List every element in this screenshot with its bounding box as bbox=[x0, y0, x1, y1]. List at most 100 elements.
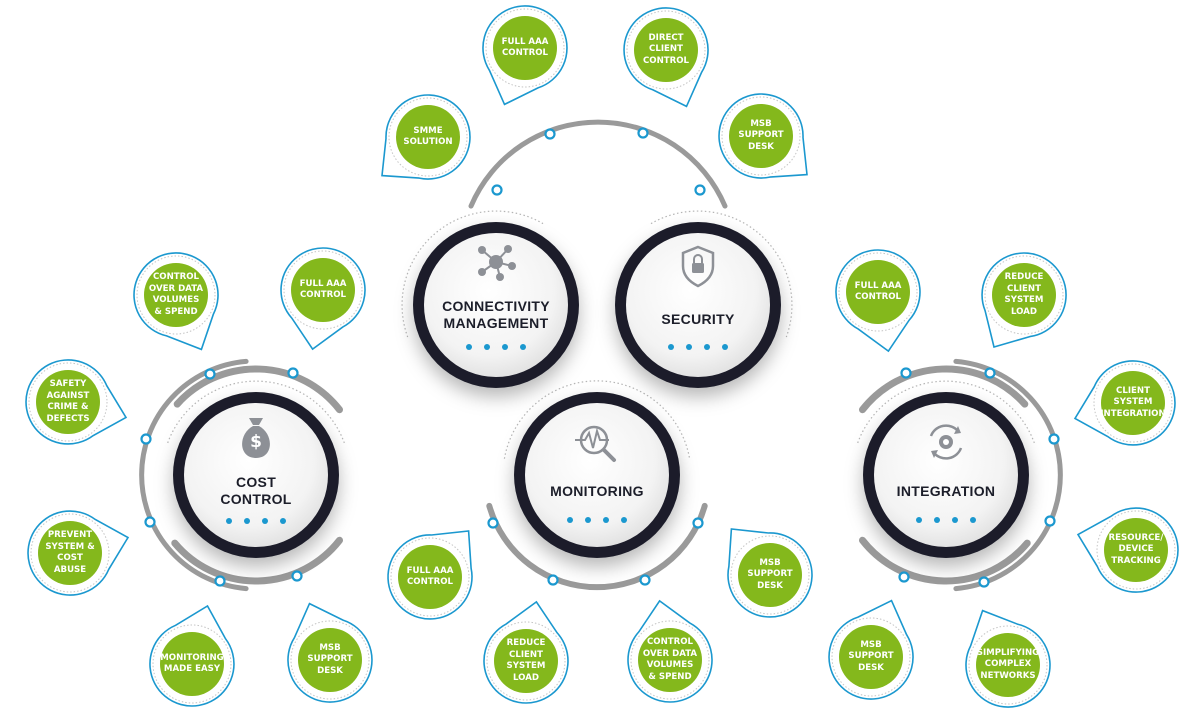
bubble-label-line: CONTROL bbox=[642, 55, 690, 66]
bubble-disc bbox=[494, 629, 558, 693]
bubble-label-line: SIMPLIFYING bbox=[976, 647, 1040, 658]
bubble-disc bbox=[396, 105, 460, 169]
feature-bubble bbox=[1073, 360, 1176, 446]
feature-bubble bbox=[727, 528, 813, 618]
bubble-disc bbox=[992, 263, 1056, 327]
bubble-label-line: OVER DATA bbox=[148, 283, 204, 294]
bubble-label-line: AGAINST bbox=[46, 390, 90, 401]
bubble-label-line: CONTROL bbox=[646, 637, 694, 647]
feature-bubble bbox=[835, 249, 921, 353]
bubble-disc bbox=[846, 260, 910, 324]
dotted-ring bbox=[401, 210, 544, 338]
bubble-dotted-ring bbox=[30, 513, 110, 593]
svg-text:$: $ bbox=[250, 432, 262, 452]
hub-face bbox=[424, 233, 568, 377]
bubble-disc bbox=[729, 104, 793, 168]
bubble-disc bbox=[298, 628, 362, 692]
bubble-label-line: SUPPORT bbox=[747, 569, 793, 580]
feature-bubble bbox=[27, 510, 130, 596]
money-bag-icon: $ bbox=[242, 418, 270, 458]
connector-dot bbox=[547, 574, 559, 586]
connector-dot bbox=[204, 368, 216, 380]
hub-pager-dot bbox=[484, 344, 490, 350]
connector-dot bbox=[144, 516, 156, 528]
bubble-label-line: CONTROL bbox=[152, 272, 200, 282]
hub-pager-dot bbox=[280, 518, 286, 524]
bubble-disc bbox=[160, 632, 224, 696]
connector-dot bbox=[1048, 433, 1060, 445]
connector-dot bbox=[214, 575, 226, 587]
bubble-label-line: MSB bbox=[759, 557, 781, 568]
bubble-disc bbox=[738, 543, 802, 607]
feature-bubble bbox=[387, 530, 473, 620]
bubble-label-line: ABUSE bbox=[53, 564, 87, 575]
bubble-dotted-ring bbox=[831, 617, 911, 697]
monitoring-lower-arc bbox=[486, 502, 708, 591]
bubble-label-line: & SPEND bbox=[648, 671, 692, 682]
top-arc bbox=[468, 119, 728, 209]
hub-title: SECURITY bbox=[628, 311, 768, 328]
bubble-label-line: CONTROL bbox=[854, 292, 902, 302]
hub-title: INTEGRATION bbox=[876, 483, 1016, 500]
bubble-label-line: SUPPORT bbox=[307, 654, 353, 665]
connector-dot bbox=[637, 127, 649, 139]
dotted-ring bbox=[857, 380, 1035, 444]
hub-pager-dot bbox=[244, 518, 250, 524]
hub-monitoring bbox=[514, 392, 680, 558]
bubble-dotted-ring bbox=[136, 255, 216, 335]
bubble-dotted-ring bbox=[1093, 363, 1173, 443]
bubble-dotted-ring bbox=[721, 96, 801, 176]
bubble-disc bbox=[839, 625, 903, 689]
feature-bubble bbox=[149, 604, 235, 707]
bubble-label-line: COMPLEX bbox=[984, 659, 1032, 670]
bubble-label-line: CLIENT bbox=[509, 649, 543, 660]
connector-dot bbox=[291, 570, 303, 582]
feature-bubble bbox=[981, 252, 1067, 349]
bubble-label-line: CLIENT bbox=[1007, 283, 1041, 294]
hub-pager-dot bbox=[603, 517, 609, 523]
bubble-label-line: & SPEND bbox=[154, 306, 198, 317]
bubble-label-line: SYSTEM bbox=[506, 661, 546, 671]
bubble-label-line: DEVICE bbox=[1118, 544, 1154, 555]
hub-pager-dot bbox=[668, 344, 674, 350]
feature-bubble bbox=[482, 5, 568, 106]
connector-dot bbox=[978, 576, 990, 588]
bubble-dotted-ring bbox=[984, 255, 1064, 335]
connector-dot bbox=[140, 433, 152, 445]
bubble-label-line: SUPPORT bbox=[738, 130, 784, 141]
bubble-label-line: REDUCE bbox=[506, 638, 546, 648]
hub-circles: $ bbox=[173, 222, 1029, 558]
hub-pager-dot bbox=[226, 518, 232, 524]
cost-lower-arc bbox=[171, 536, 343, 585]
connector-dot bbox=[287, 367, 299, 379]
bubble-label-line: FULL AAA bbox=[501, 36, 549, 47]
feature-bubble bbox=[828, 599, 914, 700]
hub-face bbox=[874, 403, 1018, 547]
feature-bubble bbox=[25, 359, 128, 445]
shield-lock-icon bbox=[681, 245, 715, 288]
connector-arcs bbox=[139, 119, 1063, 592]
hub-title: MONITORING bbox=[527, 483, 667, 500]
hub-connectivity bbox=[413, 222, 579, 388]
bubble-disc bbox=[976, 633, 1040, 697]
hub-pager-dot bbox=[686, 344, 692, 350]
bubble-label-line: SUPPORT bbox=[848, 651, 894, 662]
connector-dot bbox=[694, 184, 706, 196]
bubble-label-line: CONTROL bbox=[299, 290, 347, 300]
bubble-dotted-ring bbox=[838, 252, 918, 332]
hub-pager-dot bbox=[520, 344, 526, 350]
connector-dot bbox=[900, 367, 912, 379]
bubble-label-line: CONTROL bbox=[406, 577, 454, 587]
integration-outer-arc bbox=[953, 358, 1063, 592]
bubble-label-line: OVER DATA bbox=[642, 648, 698, 659]
bubble-dotted-ring bbox=[486, 621, 566, 701]
connector-dot bbox=[639, 574, 651, 586]
bubble-disc bbox=[38, 521, 102, 585]
